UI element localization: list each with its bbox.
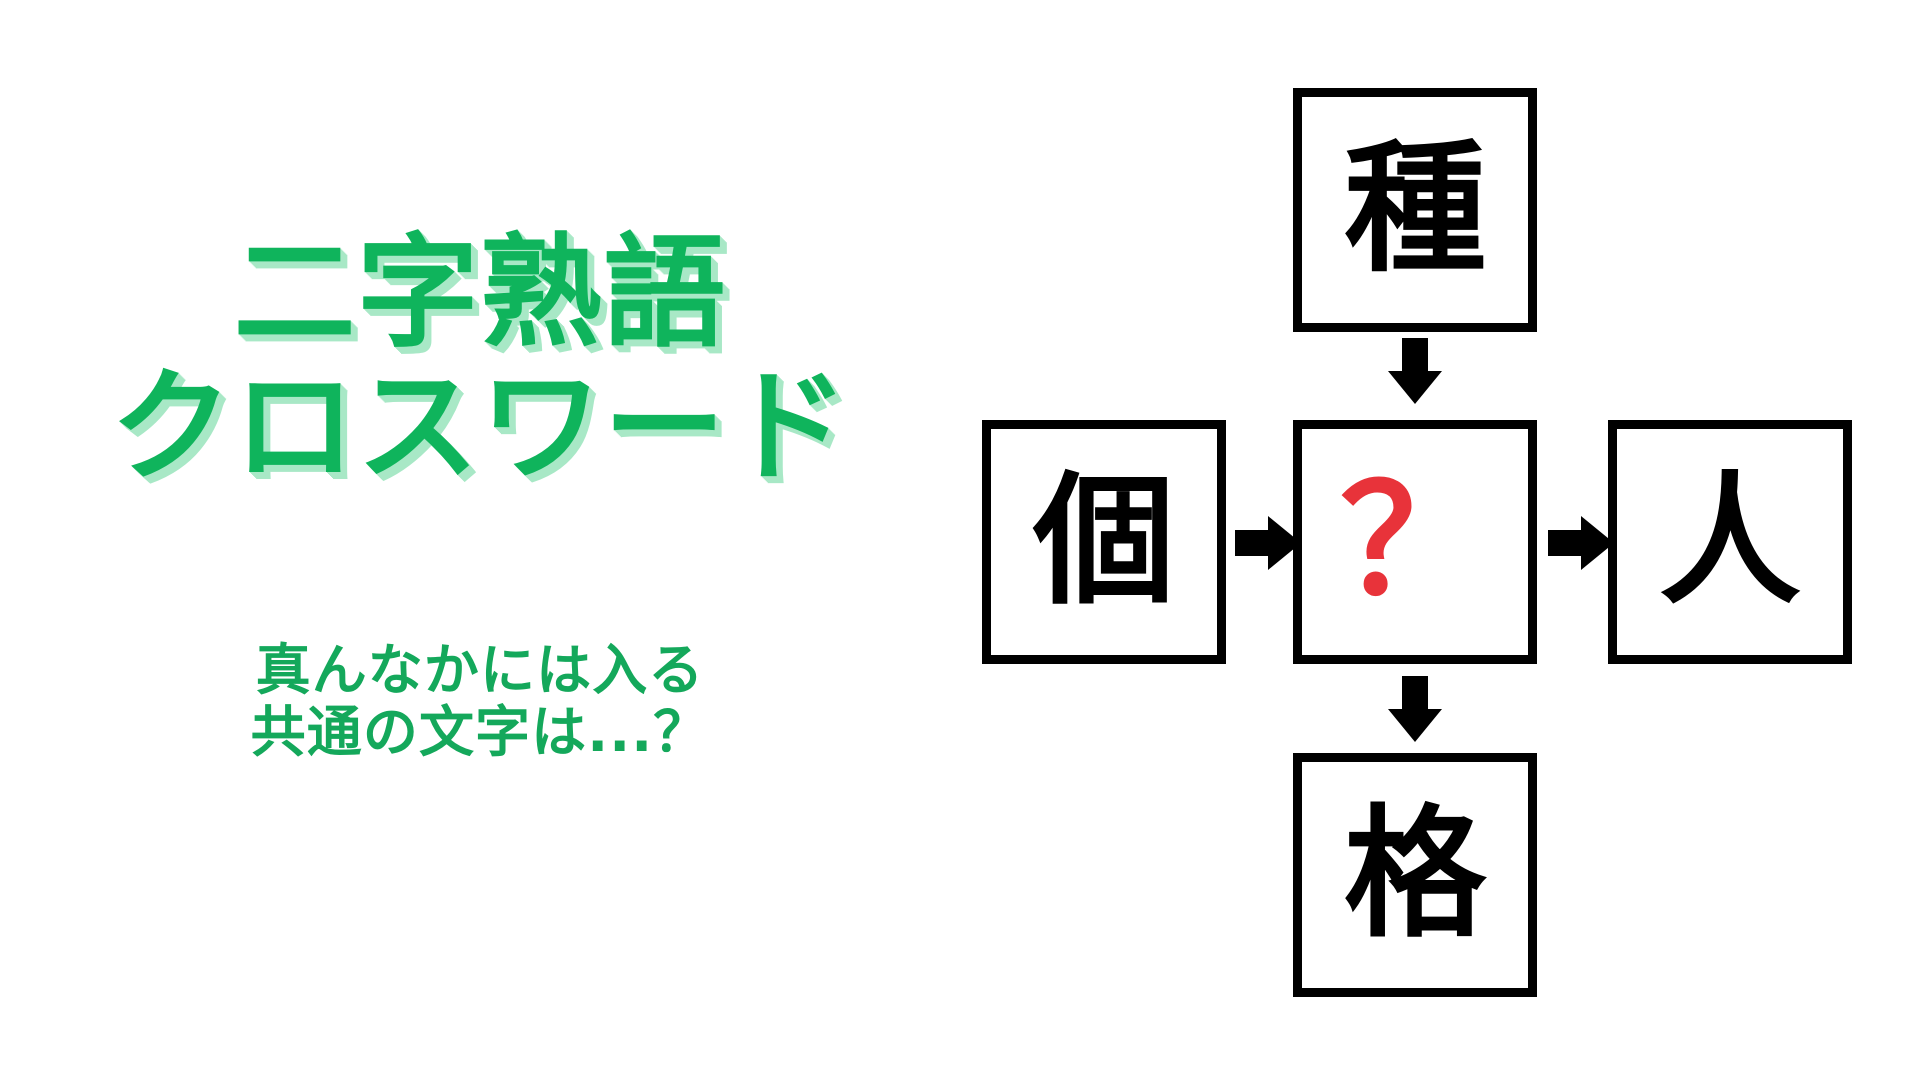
arrow-shaft (1235, 530, 1271, 556)
arrow-down-top-to-center (1386, 338, 1444, 408)
arrow-shaft (1402, 338, 1428, 374)
title-panel: 二字熟語 クロスワード 真んなかには入る 共通の文字は...？ (0, 232, 960, 764)
arrow-shaft (1548, 530, 1584, 556)
subtitle-line-2: 共通の文字は...？ (250, 699, 710, 764)
puzzle-cell-right: 人 (1608, 420, 1852, 664)
puzzle-cell-right-glyph: 人 (1659, 459, 1801, 624)
arrow-down-center-to-bottom (1386, 676, 1444, 746)
puzzle-cell-bottom-glyph: 格 (1344, 792, 1486, 957)
title-line-2: クロスワード (110, 356, 850, 498)
page-title: 二字熟語 クロスワード (0, 232, 960, 488)
subtitle: 真んなかには入る 共通の文字は...？ (0, 638, 960, 764)
puzzle-cell-left: 個 (982, 420, 1226, 664)
puzzle-cell-top-glyph: 種 (1344, 127, 1486, 292)
puzzle-cell-center: ？ (1293, 420, 1537, 664)
subtitle-line-1: 真んなかには入る (255, 638, 705, 702)
crossword-diagram: 種 個 ？ 人 (960, 0, 1920, 1080)
puzzle-cell-left-glyph: 個 (1033, 459, 1175, 624)
title-line-1: 二字熟語 (233, 222, 727, 364)
puzzle-cell-top: 種 (1293, 88, 1537, 332)
arrow-head (1388, 371, 1442, 404)
puzzle-cell-center-question-glyph: ？ (1339, 455, 1490, 629)
arrow-head (1388, 709, 1442, 742)
puzzle-cell-bottom: 格 (1293, 753, 1537, 997)
arrow-shaft (1402, 676, 1428, 712)
